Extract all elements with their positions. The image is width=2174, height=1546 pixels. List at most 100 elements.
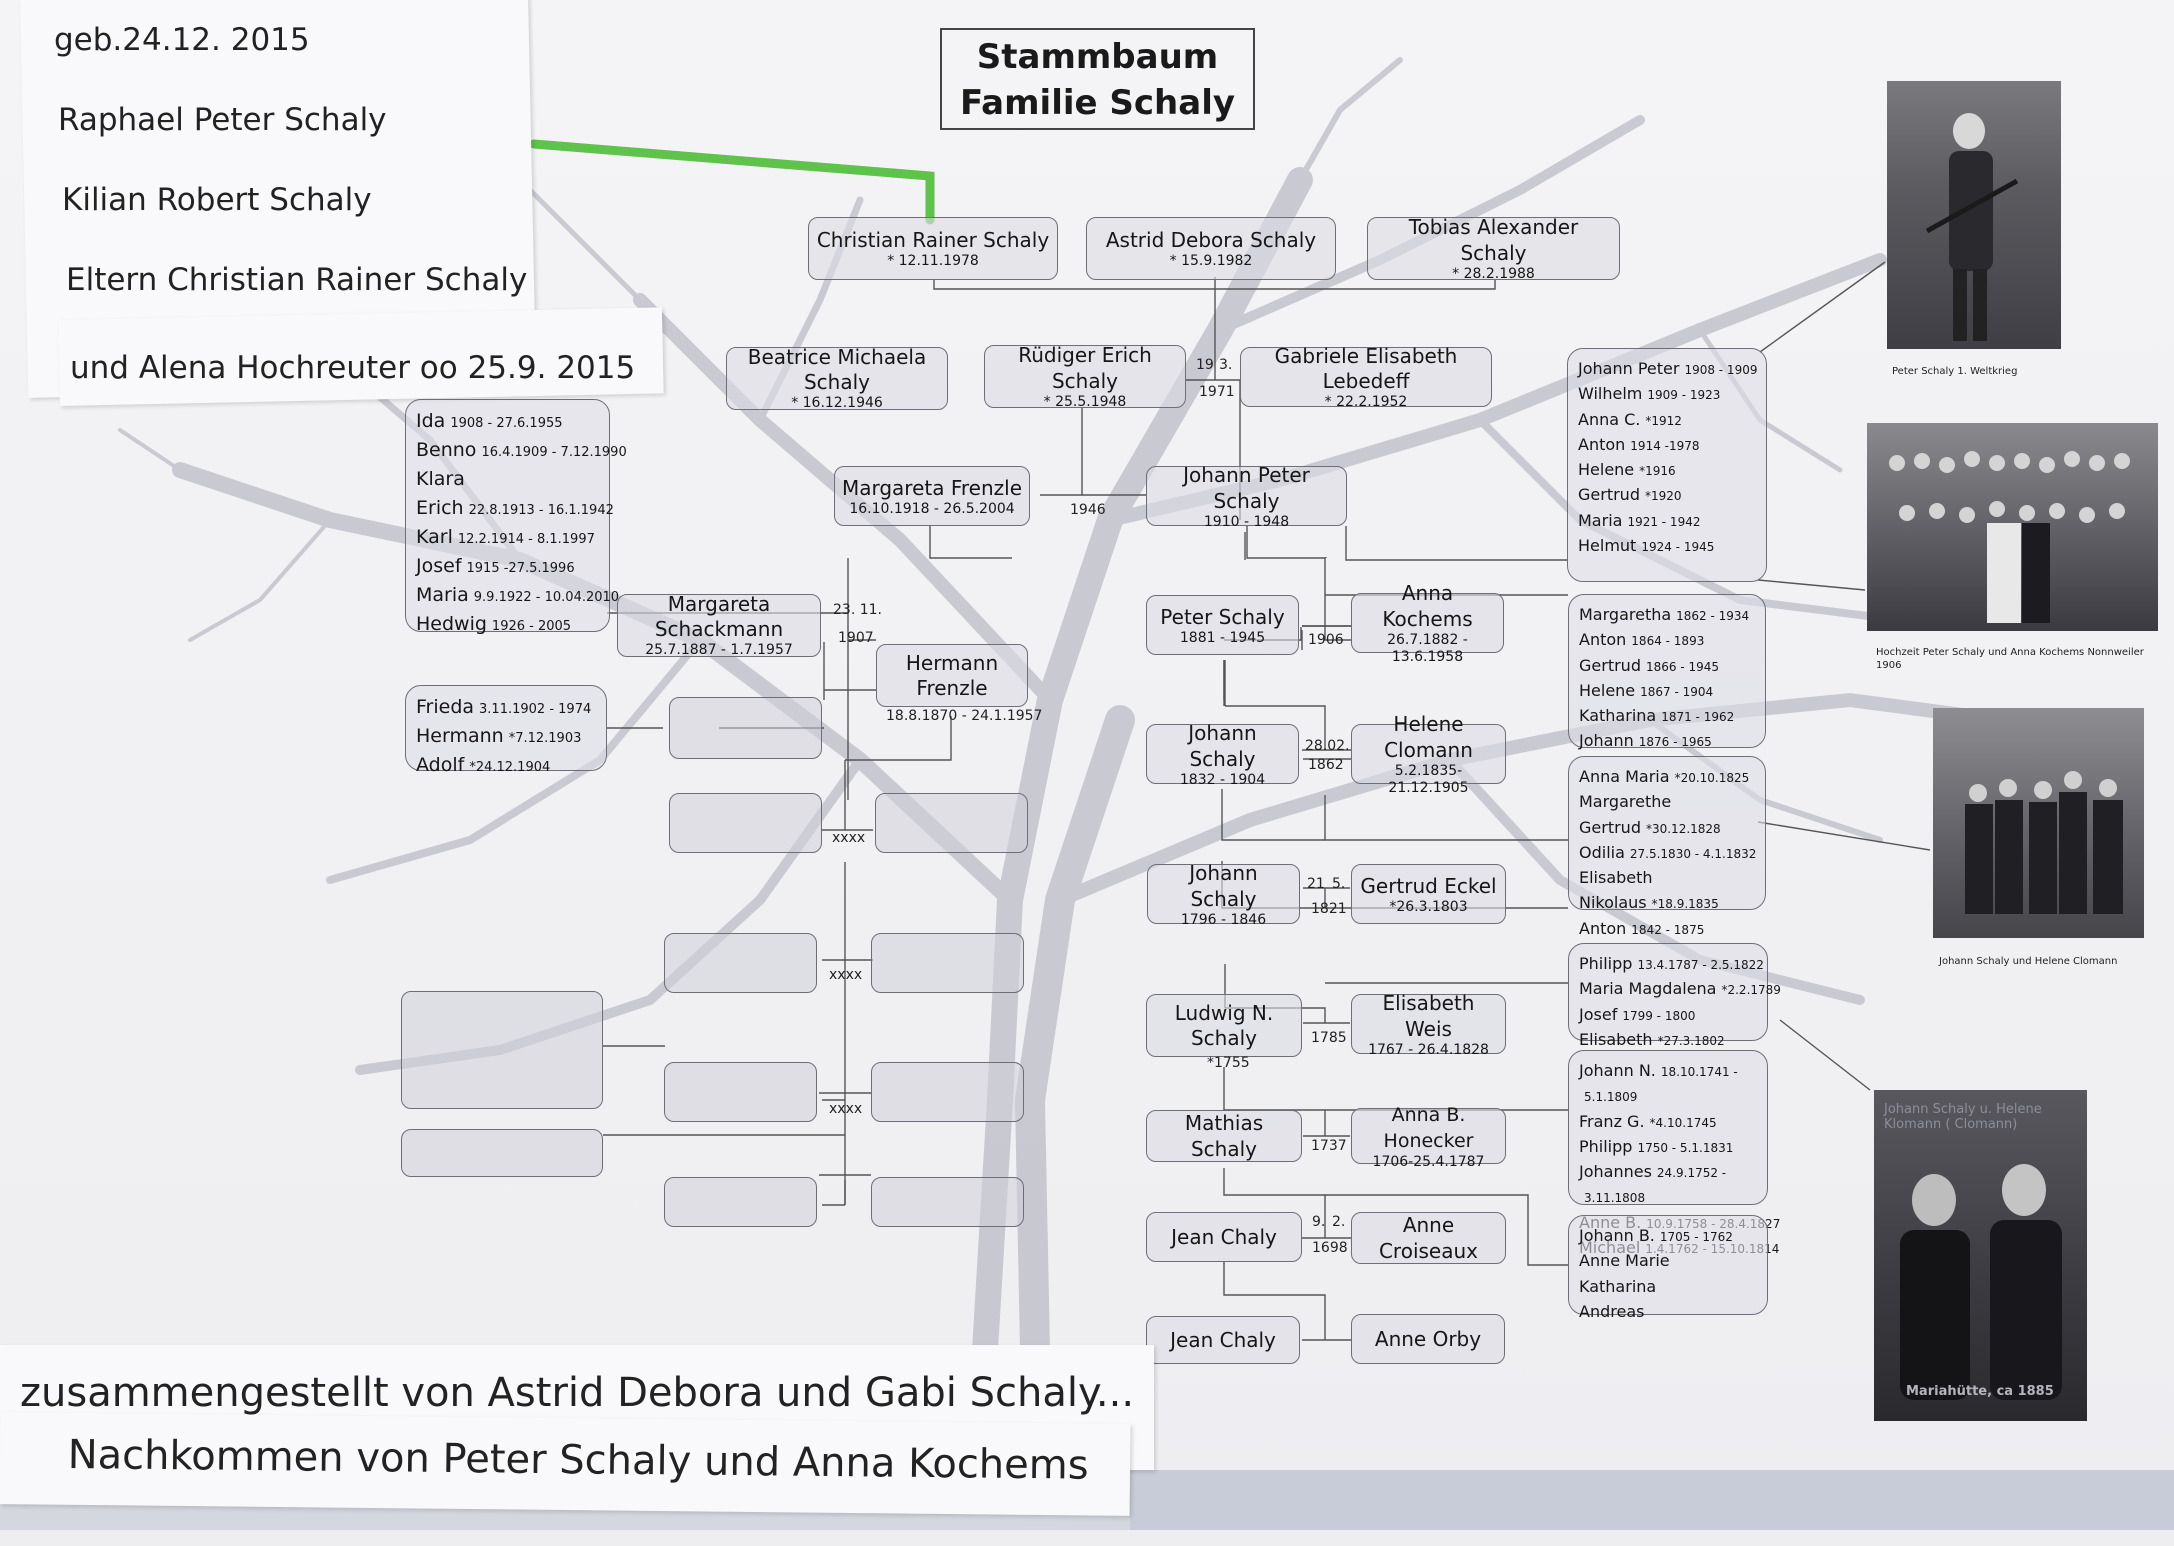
sibling-dates: 1908 - 27.6.1955 bbox=[450, 416, 563, 431]
photo-peter-ww1 bbox=[1887, 81, 2061, 349]
sibling-dates: *1912 bbox=[1645, 413, 1682, 428]
sibling-name: Gertrud bbox=[1578, 485, 1640, 505]
sibling-name: Anna Maria bbox=[1579, 767, 1670, 786]
photo-mariahuette: Johann Schaly u. Helene Klomann ( Cloman… bbox=[1874, 1090, 2087, 1421]
sibling-dates: 1908 - 1909 bbox=[1684, 363, 1758, 377]
marriage-year-1698: 1698 bbox=[1312, 1240, 1348, 1256]
empty-person-box bbox=[875, 793, 1028, 853]
sibling-entry: Maria Magdalena*2.2.1789 bbox=[1579, 977, 1781, 1002]
sibling-dates: 1864 - 1893 bbox=[1631, 634, 1705, 649]
sibling-dates: 3.11.1902 - 1974 bbox=[479, 702, 592, 717]
person-beatrice: Beatrice Michaela Schaly* 16.12.1946 bbox=[726, 345, 948, 411]
sibling-dates: *27.3.1802 bbox=[1657, 1033, 1725, 1048]
sibling-entry: Katharina bbox=[1579, 1275, 1757, 1300]
sibling-name: Johann Peter bbox=[1578, 359, 1680, 378]
sibling-name: Klara bbox=[416, 468, 465, 490]
footer-line-1: zusammengestellt von Astrid Debora und G… bbox=[20, 1370, 1135, 1416]
marriage-year-1737: 1737 bbox=[1311, 1138, 1347, 1154]
person-ludwig: Ludwig N. Schaly bbox=[1146, 994, 1302, 1057]
sibling-name: Odilia bbox=[1579, 842, 1625, 862]
sibling-dates: 27.5.1830 - 4.1.1832 bbox=[1629, 846, 1757, 861]
marriage-unknown-3: xxxx bbox=[829, 1101, 863, 1117]
empty-person-box bbox=[871, 1062, 1024, 1122]
marriage-day: 19 bbox=[1196, 357, 1214, 373]
sibling-dates: 1867 - 1904 bbox=[1640, 684, 1714, 699]
sibling-name: Helmut bbox=[1578, 536, 1637, 556]
sibling-name: Wilhelm bbox=[1578, 384, 1643, 404]
empty-person-box bbox=[871, 1177, 1024, 1227]
sibling-entry: Helene*1916 bbox=[1578, 458, 1756, 483]
person-gertrud-eckel: Gertrud Eckel*26.3.1803 bbox=[1351, 864, 1506, 924]
note-parents: Eltern Christian Rainer Schaly bbox=[66, 262, 528, 298]
sibling-dates: *18.9.1835 bbox=[1651, 897, 1719, 912]
sibling-name: Maria Magdalena bbox=[1579, 979, 1717, 999]
empty-person-box bbox=[871, 933, 1024, 993]
sibling-dates: 3.11.1808 bbox=[1584, 1191, 1646, 1206]
person-gabriele: Gabriele Elisabeth Lebedeff* 22.2.1952 bbox=[1240, 344, 1492, 410]
sibling-entry: Anna C. *1912 bbox=[1578, 408, 1756, 433]
photo-caption-2: Hochzeit Peter Schaly und Anna Kochems N… bbox=[1876, 647, 2144, 671]
sibling-name: Johannes bbox=[1579, 1162, 1652, 1182]
sibling-entry: Gertrud*30.12.1828 bbox=[1579, 816, 1755, 841]
marriage-year-1785: 1785 bbox=[1311, 1030, 1347, 1046]
note-child-raphael: Raphael Peter Schaly bbox=[58, 102, 387, 138]
sibling-name: Adolf bbox=[416, 754, 465, 776]
sibling-name: Anna C. bbox=[1578, 409, 1641, 429]
sibling-entry: Johann N.18.10.1741 - bbox=[1579, 1059, 1757, 1084]
sibling-dates: 1924 - 1945 bbox=[1641, 540, 1715, 555]
marriage-day-1821: 21 bbox=[1307, 876, 1325, 892]
sibling-dates: 1842 - 1875 bbox=[1631, 922, 1705, 937]
sibling-name: Maria bbox=[1578, 510, 1623, 530]
sibling-name: Josef bbox=[416, 555, 462, 577]
sibling-entry: Josef 1799 - 1800 bbox=[1579, 1003, 1757, 1028]
marriage-year-1906: 1906 bbox=[1308, 632, 1344, 648]
marriage-year-1862: 1862 bbox=[1308, 757, 1344, 773]
sibling-name: Nikolaus bbox=[1579, 893, 1647, 913]
person-ludwig-dates: *1755 bbox=[1207, 1055, 1250, 1071]
person-hermann-frenzle: Hermann Frenzle bbox=[876, 644, 1028, 707]
sibling-name: Anton bbox=[1579, 630, 1627, 650]
sibling-dates: 1799 - 1800 bbox=[1622, 1008, 1696, 1023]
sibling-dates: 1705 - 1762 bbox=[1659, 1230, 1733, 1244]
sibling-name: Johann B. bbox=[1579, 1226, 1655, 1245]
sibling-name: Elisabeth bbox=[1579, 1029, 1653, 1049]
sibling-dates: 1866 - 1945 bbox=[1645, 659, 1720, 674]
photo-caption-1: Peter Schaly 1. Weltkrieg bbox=[1892, 366, 2018, 377]
person-christian: Christian Rainer Schaly* 12.11.1978 bbox=[808, 217, 1058, 280]
empty-person-box bbox=[401, 991, 603, 1109]
marriage-year-1946: 1946 bbox=[1070, 502, 1106, 518]
title-line-2: Familie Schaly bbox=[959, 83, 1236, 123]
sibling-entry: Hermann*7.12.1903 bbox=[416, 723, 596, 752]
sibling-name: Katharina bbox=[1579, 706, 1657, 726]
couple-portrait-icon bbox=[1900, 1164, 2062, 1400]
sibling-name: Anton bbox=[1579, 918, 1627, 938]
empty-person-box bbox=[669, 697, 822, 759]
sibling-name: Andreas bbox=[1579, 1301, 1645, 1321]
sibling-entry: Franz G.*4.10.1745 bbox=[1579, 1110, 1757, 1135]
sibling-dates: *7.12.1903 bbox=[508, 731, 582, 746]
sibling-name: Frieda bbox=[416, 696, 475, 718]
person-hermann-dates: 18.8.1870 - 24.1.1957 bbox=[886, 708, 1043, 724]
note-birth-date: geb.24.12. 2015 bbox=[54, 22, 310, 58]
sibling-entry: Nikolaus *18.9.1835 bbox=[1579, 891, 1755, 916]
sibling-name: Josef bbox=[1579, 1004, 1618, 1024]
photo-bottom-text: Mariahütte, ca 1885 bbox=[1906, 1384, 2054, 1399]
sibling-entry: Margarethe bbox=[1579, 790, 1755, 815]
